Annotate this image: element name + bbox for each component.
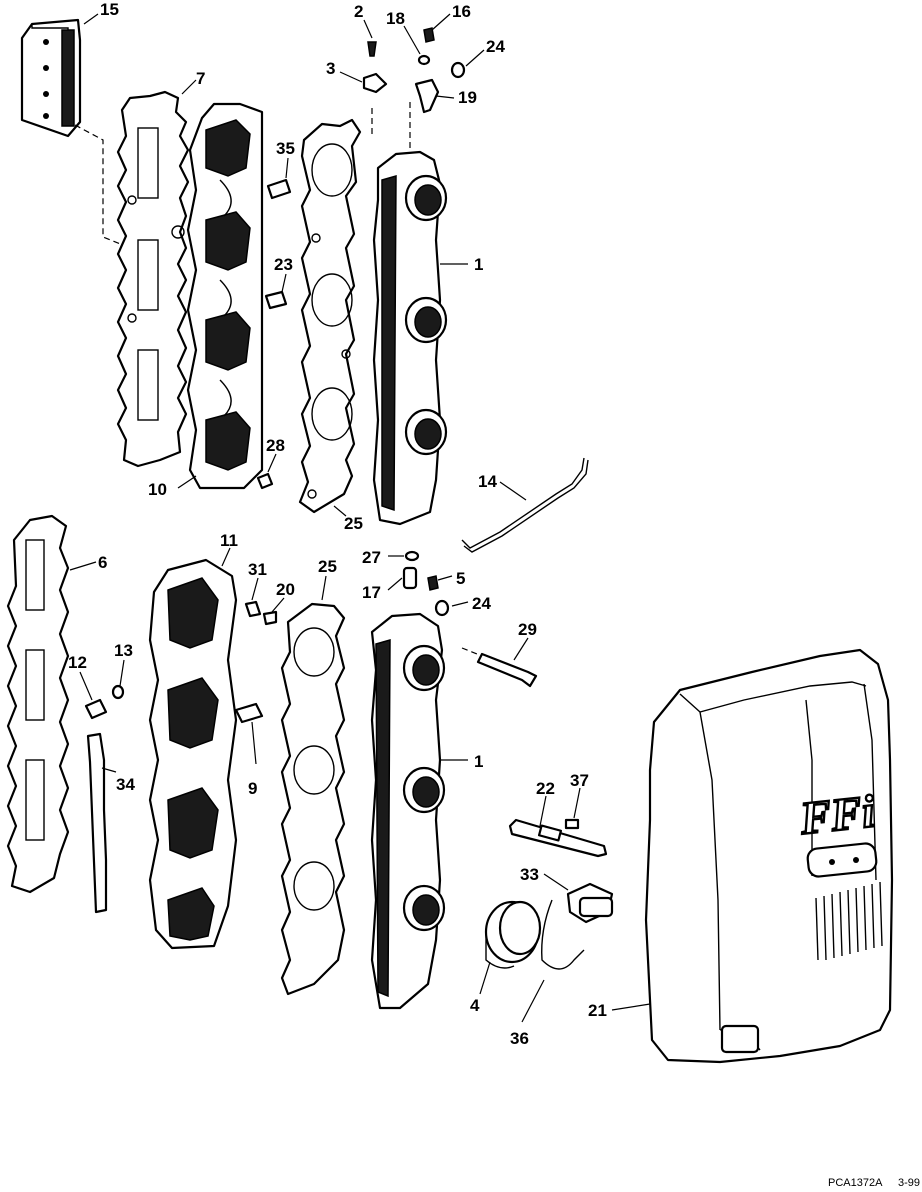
callout-20: 20 xyxy=(276,580,295,599)
callout-29: 29 xyxy=(518,620,537,639)
callout-24-lower: 24 xyxy=(472,594,491,613)
figure-date: 3-99 xyxy=(898,1177,920,1189)
part-3-bracket xyxy=(362,72,388,94)
callout-5: 5 xyxy=(456,569,465,588)
callout-16: 16 xyxy=(452,2,471,21)
part-1-manifold-upper xyxy=(372,150,448,526)
part-28-screw xyxy=(256,472,274,490)
callout-1-lower: 1 xyxy=(474,752,483,771)
figure-code: PCA1372A xyxy=(828,1177,883,1189)
part-22-rod-assembly xyxy=(508,818,608,858)
callout-6: 6 xyxy=(98,553,107,572)
vent-grille xyxy=(815,881,883,961)
part-20-screw xyxy=(262,610,278,626)
part-36-strap xyxy=(541,899,585,970)
part-19-bracket xyxy=(414,78,440,114)
callout-3: 3 xyxy=(326,59,335,78)
callout-21: 21 xyxy=(588,1001,607,1020)
callout-25-lower: 25 xyxy=(318,557,337,576)
part-24-cap-lower xyxy=(434,599,450,617)
callout-11: 11 xyxy=(220,531,238,550)
part-35-fitting xyxy=(266,178,292,200)
part-25-gasket-upper xyxy=(298,118,362,514)
callout-37: 37 xyxy=(570,771,589,790)
callout-1-upper: 1 xyxy=(474,255,483,274)
part-31-nut xyxy=(244,600,262,618)
part-2-screw xyxy=(367,41,377,57)
callout-27: 27 xyxy=(362,548,381,567)
callout-15: 15 xyxy=(100,0,119,19)
callout-33: 33 xyxy=(520,865,539,884)
part-18-washer xyxy=(417,54,431,66)
part-16-screw xyxy=(423,27,435,43)
callout-7: 7 xyxy=(196,69,205,88)
part-33-sensor xyxy=(566,882,614,924)
callout-9: 9 xyxy=(248,779,257,798)
part-13-washer xyxy=(111,684,125,700)
callout-25-upper: 25 xyxy=(344,514,363,533)
callout-labels: 15 7 2 18 16 24 3 19 35 1 23 28 10 25 14… xyxy=(68,0,607,1048)
callout-34: 34 xyxy=(116,775,135,794)
cover-logo: FFi xyxy=(797,785,877,844)
part-14-link-rod xyxy=(461,457,589,553)
part-29-bolt xyxy=(476,652,538,688)
part-9-fitting xyxy=(234,702,264,724)
part-6-gasket-lower xyxy=(6,514,70,894)
leader-lines xyxy=(69,13,651,1023)
callout-23: 23 xyxy=(274,255,293,274)
callout-36: 36 xyxy=(510,1029,529,1048)
part-34-hose xyxy=(86,732,108,914)
bolts-upper xyxy=(256,178,292,490)
callout-14: 14 xyxy=(478,472,497,491)
hardware-lower-group xyxy=(84,550,538,724)
part-21-engine-cover: FFi xyxy=(644,648,894,1064)
callout-12: 12 xyxy=(68,653,87,672)
part-24-cap-upper xyxy=(450,61,466,79)
part-37-clip xyxy=(564,818,580,830)
part-5-screw xyxy=(427,575,439,591)
part-25-gasket-lower xyxy=(280,602,346,996)
callout-28: 28 xyxy=(266,436,285,455)
callout-17: 17 xyxy=(362,583,381,602)
callout-18: 18 xyxy=(386,9,405,28)
part-27-oring xyxy=(404,550,420,562)
part-7-gasket-upper xyxy=(116,90,190,468)
callout-35: 35 xyxy=(276,139,295,158)
callout-2: 2 xyxy=(354,2,363,21)
callout-24-upper: 24 xyxy=(486,37,505,56)
part-17-sleeve xyxy=(402,566,418,590)
part-4-sleeve-ring xyxy=(484,900,542,969)
part-10-exhaust-cover-upper xyxy=(186,102,264,490)
callout-31: 31 xyxy=(248,560,267,579)
part-15-cover-plate xyxy=(20,18,82,138)
part-23-bolt xyxy=(264,290,288,310)
callout-19: 19 xyxy=(458,88,477,107)
part-12-fitting xyxy=(84,698,108,720)
callout-22: 22 xyxy=(536,779,555,798)
part-1-manifold-lower xyxy=(370,612,446,1010)
callout-4: 4 xyxy=(470,996,480,1015)
part-11-exhaust-cover-lower xyxy=(148,558,238,950)
callout-13: 13 xyxy=(114,641,133,660)
hardware-top-group xyxy=(362,27,466,114)
callout-10: 10 xyxy=(148,480,167,499)
